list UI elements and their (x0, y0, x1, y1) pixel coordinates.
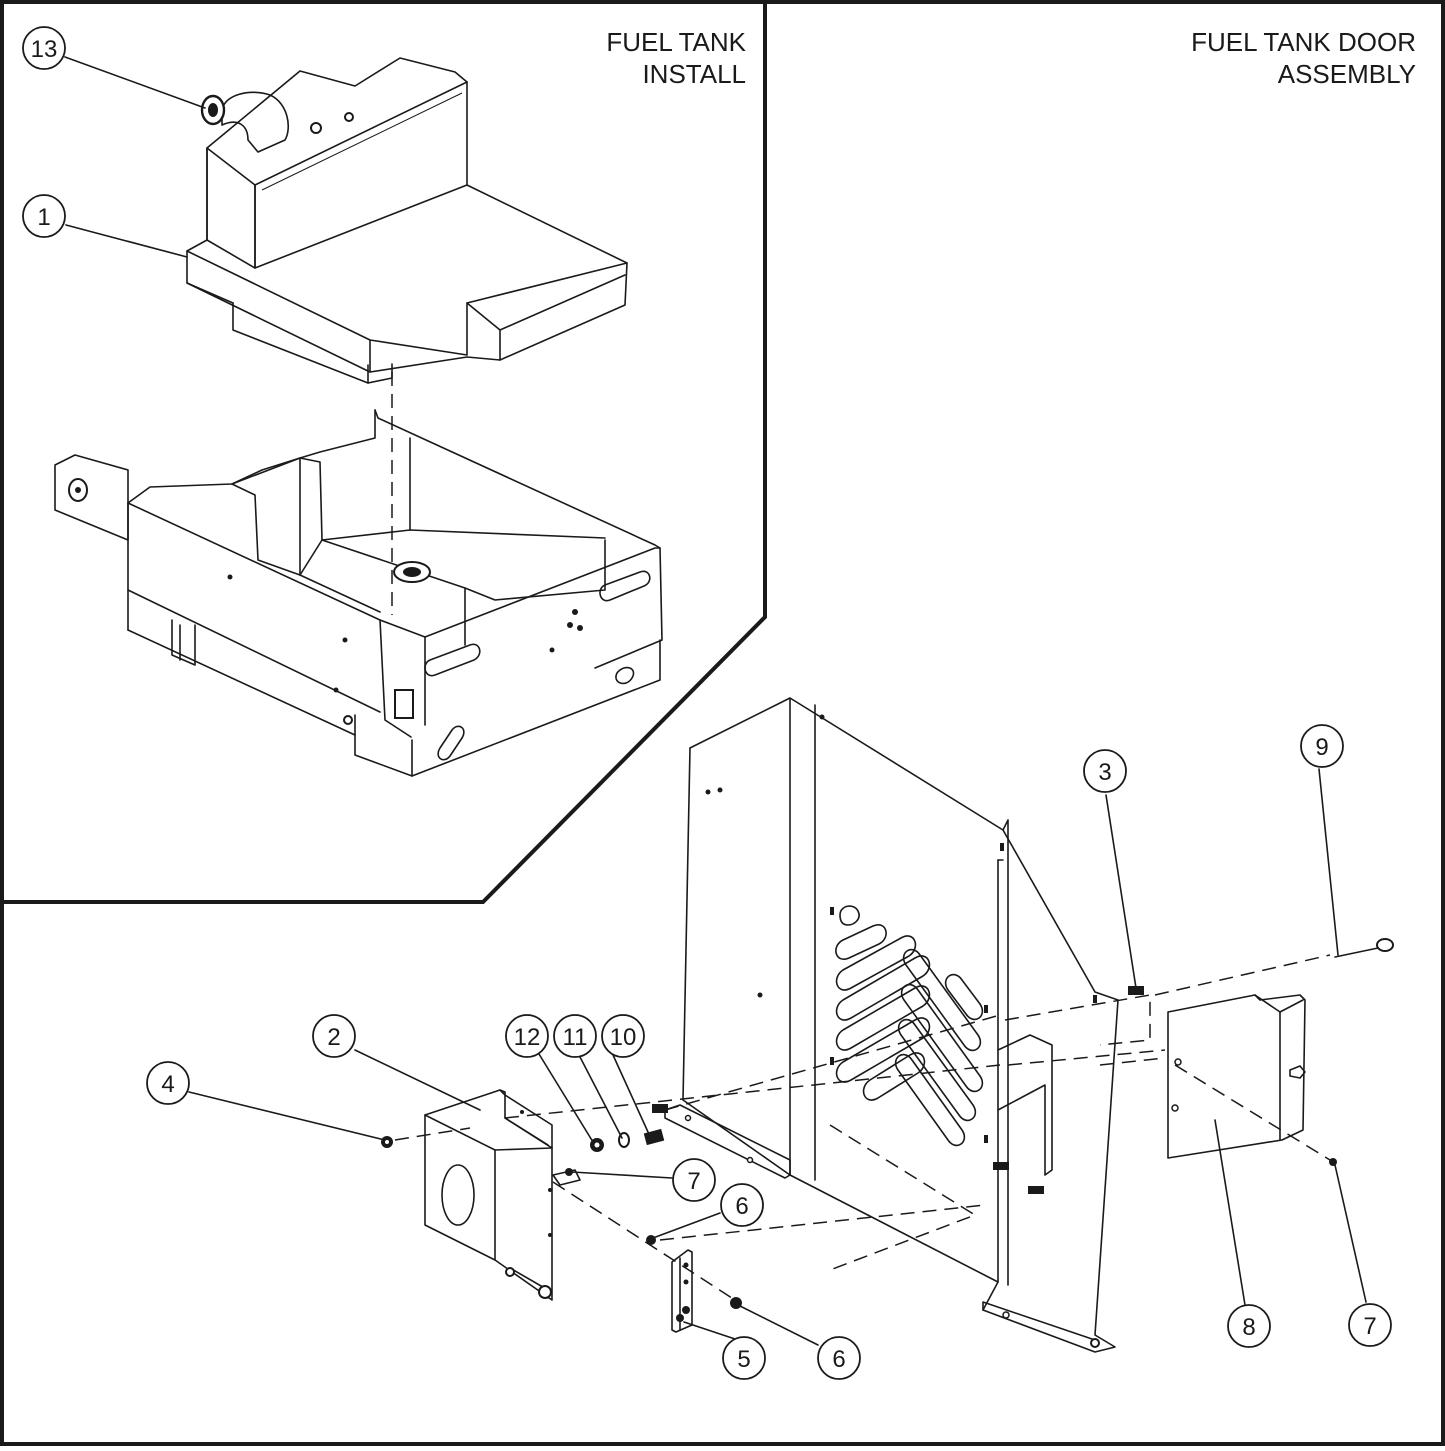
callout-12-label: 12 (514, 1024, 541, 1051)
callout-7-right-label: 7 (1363, 1313, 1376, 1340)
callout-6-lower: 6 (817, 1336, 861, 1380)
install-panel-border (2, 2, 767, 904)
hardware (381, 938, 1394, 1309)
callout-3-label: 3 (1098, 759, 1111, 786)
callout-8: 8 (1227, 1304, 1271, 1348)
louver-vents (835, 905, 984, 1147)
callout-9: 9 (1300, 724, 1344, 768)
part-5-hinge (671, 1249, 693, 1333)
callout-2-label: 2 (327, 1024, 340, 1051)
fuel-tank (186, 57, 628, 384)
leader-lines (64, 56, 1367, 1346)
fuel-tank-install-title-line2: INSTALL (642, 59, 746, 89)
callout-4: 4 (146, 1061, 190, 1105)
callout-6-lower-label: 6 (832, 1346, 845, 1373)
callout-5-circle: 5 (722, 1336, 766, 1380)
callout-10-label: 10 (610, 1024, 637, 1051)
fuel-tank-install-title-line1: FUEL TANK (606, 27, 746, 57)
callout-1: 1 (22, 194, 66, 238)
callout-13: 13 (22, 26, 66, 70)
callout-1-label: 1 (37, 204, 50, 231)
door-panel (664, 697, 1119, 1353)
callout-10: 10 (601, 1014, 645, 1058)
callout-5-label: 5 (737, 1346, 750, 1373)
callout-4-label: 4 (161, 1071, 174, 1098)
callout-7-left-label: 7 (687, 1168, 700, 1195)
fuel-tank-door-assembly-title-line1: FUEL TANK DOOR (1191, 27, 1416, 57)
leader-5 (683, 1321, 736, 1340)
callout-6-upper: 6 (720, 1183, 764, 1227)
callout-7-left: 7 (672, 1158, 716, 1202)
callout-9-label: 9 (1315, 734, 1328, 761)
callout-6-upper-label: 6 (735, 1193, 748, 1220)
callout-7-right: 7 (1348, 1303, 1392, 1347)
callout-11-label: 11 (563, 1024, 588, 1051)
callout-8-label: 8 (1242, 1314, 1255, 1341)
assembly-lines (394, 954, 1331, 1301)
part-8-door (1167, 994, 1306, 1159)
fuel-tank-door-assembly-title: FUEL TANK DOOR ASSEMBLY (1191, 26, 1416, 90)
fuel-tank-install-title: FUEL TANK INSTALL (606, 26, 746, 90)
fuel-tank-door-assembly-title-line2: ASSEMBLY (1277, 59, 1416, 89)
callout-11: 11 (553, 1014, 597, 1058)
callout-3: 3 (1083, 749, 1127, 793)
tank-frame (54, 372, 663, 777)
callout-2: 2 (312, 1014, 356, 1058)
callout-12: 12 (505, 1014, 549, 1058)
callout-13-label: 13 (31, 36, 58, 63)
part-2-housing (424, 1089, 581, 1301)
